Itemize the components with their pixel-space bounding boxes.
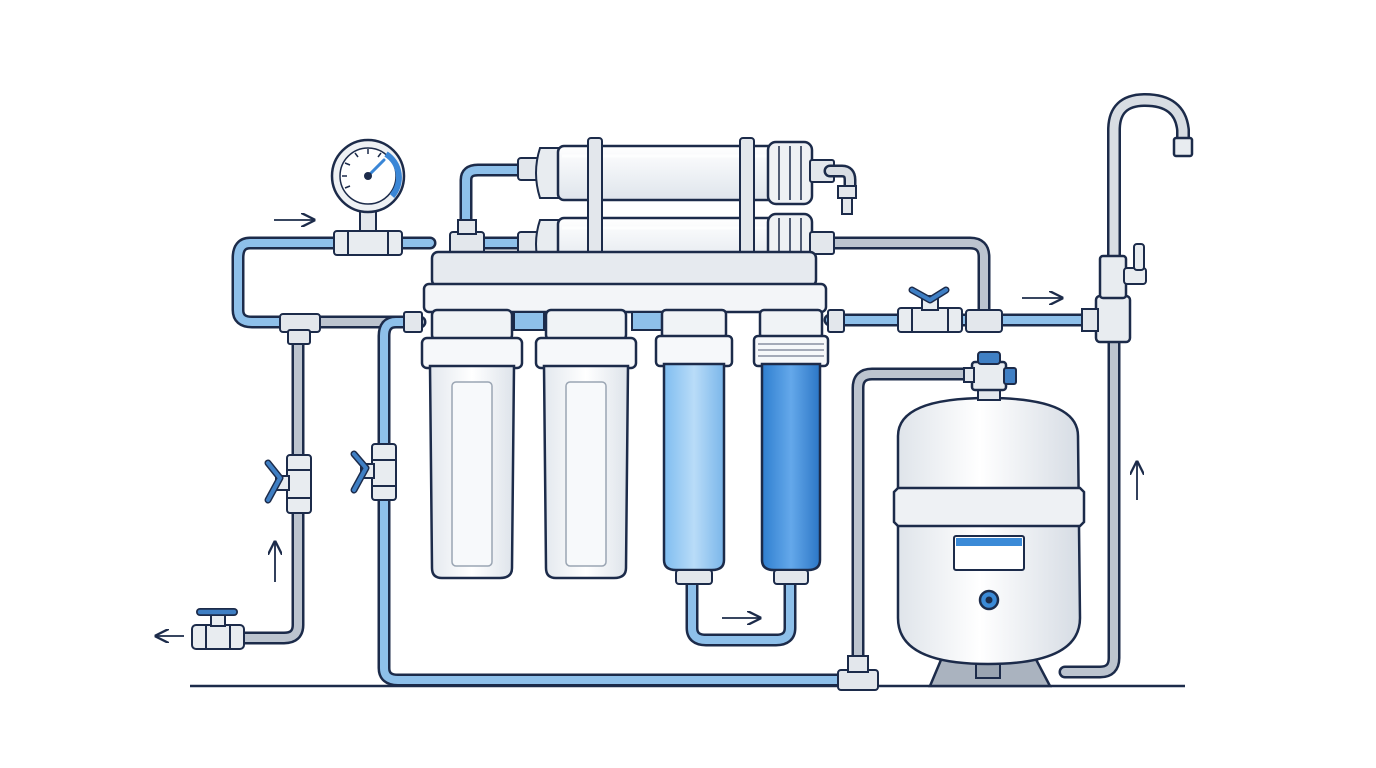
product-line-valve[interactable] xyxy=(897,286,963,333)
tee-fitting-left xyxy=(279,313,321,345)
tee-fitting-bottom xyxy=(837,655,879,691)
storage-tank xyxy=(892,351,1086,688)
pressure-gauge xyxy=(330,138,406,256)
pipe-membrane-outlet xyxy=(823,236,991,319)
filter-manifold xyxy=(403,250,845,333)
carbon-block-filter xyxy=(654,308,734,585)
flow-arrows xyxy=(156,220,1137,636)
drain-saddle-valve[interactable] xyxy=(350,443,397,501)
faucet[interactable] xyxy=(1081,136,1194,344)
pipe-u-bend xyxy=(685,578,797,647)
carbon-prefilter xyxy=(534,308,638,580)
sediment-prefilter xyxy=(420,308,524,580)
tee-fitting-inlet xyxy=(449,219,485,255)
tee-fitting-right xyxy=(965,309,1003,333)
feed-valve[interactable] xyxy=(264,454,312,514)
inlet-shutoff-valve[interactable] xyxy=(191,608,245,650)
ro-membrane-upper xyxy=(517,140,857,215)
post-carbon-filter xyxy=(752,308,830,585)
